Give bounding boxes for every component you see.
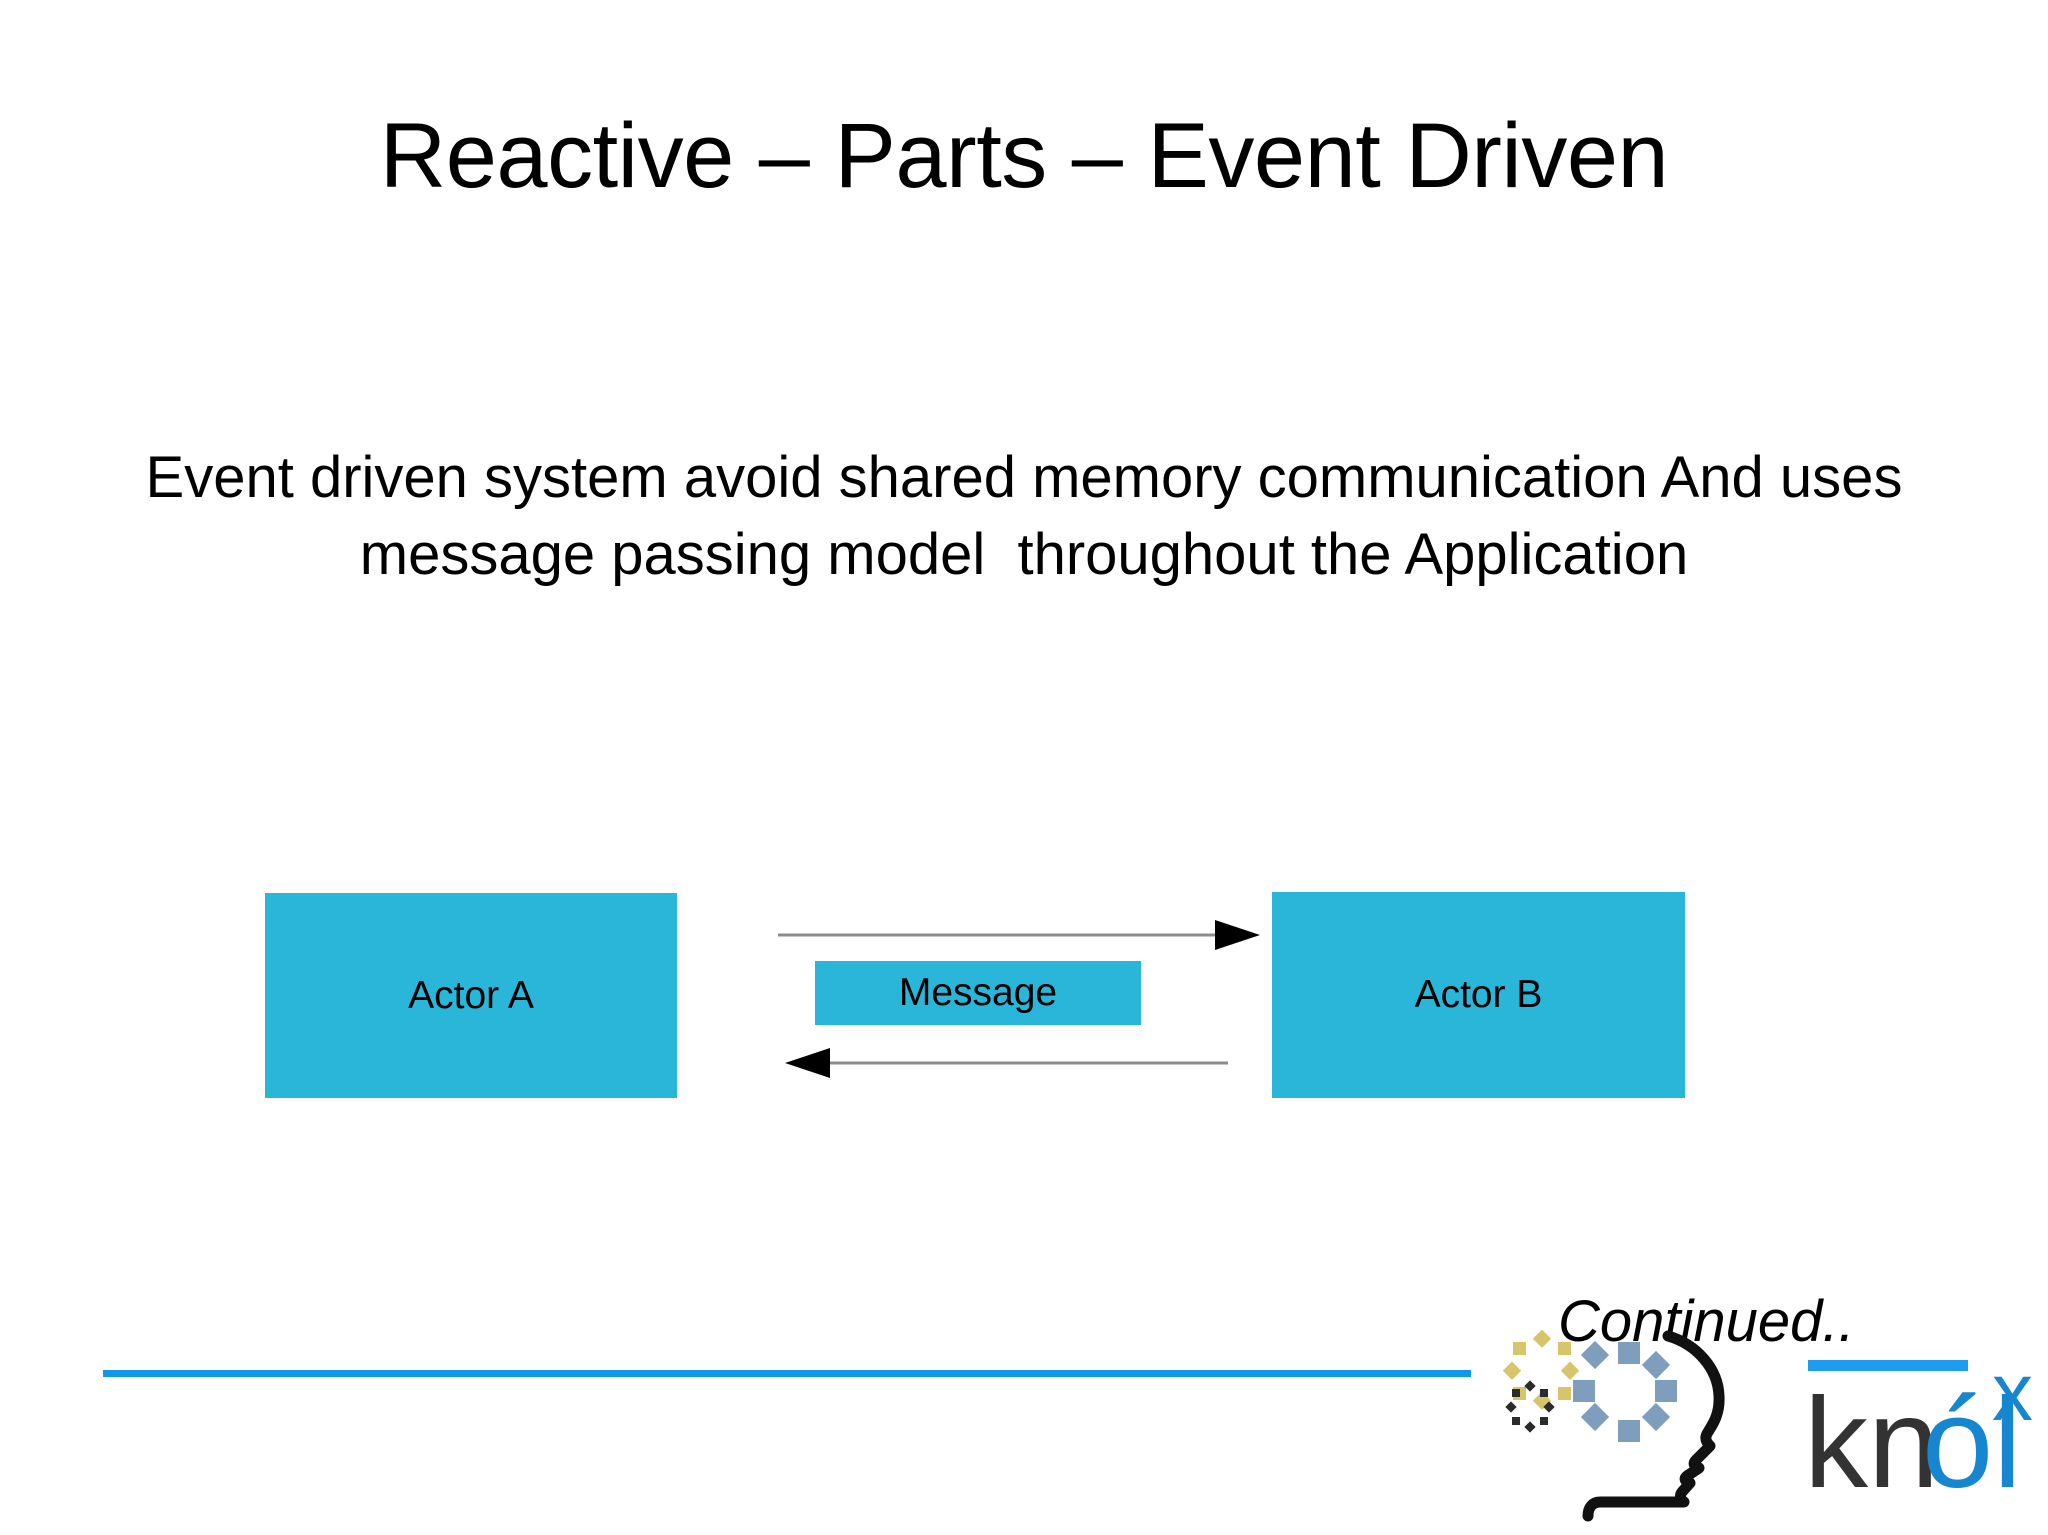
continued-note: Continued.. (1558, 1289, 1855, 1354)
footer-divider (103, 1370, 1471, 1377)
knolx-wordmark: kn ól x (1804, 1347, 2033, 1515)
arrow-a-to-b-icon (778, 920, 1260, 950)
message-label: Message (898, 971, 1058, 1014)
logo-text-kn: kn (1804, 1372, 1939, 1515)
body-paragraph: Event driven system avoid shared memory … (145, 445, 1919, 587)
actor-a-label: Actor A (408, 973, 534, 1017)
head-profile-icon (1502, 1330, 1725, 1522)
logo-text-ol: ól (1922, 1372, 2022, 1515)
dark-dot-ring-icon (1505, 1380, 1555, 1433)
message-arrows (778, 920, 1260, 1078)
logo-text-x: x (1992, 1347, 2033, 1438)
logo-bar-icon (1808, 1360, 1968, 1371)
actor-b-box: Actor B (1272, 892, 1685, 1098)
message-label-box: Message (815, 961, 1141, 1025)
knolx-logo: kn ól x (1500, 1330, 2048, 1535)
arrow-b-to-a-icon (785, 1048, 1228, 1078)
gold-dot-ring-icon (1502, 1330, 1580, 1410)
actor-b-label: Actor B (1414, 973, 1543, 1016)
blue-dot-ring-icon (1573, 1340, 1677, 1442)
actor-a-box: Actor A (265, 893, 677, 1098)
page-title: Reactive – Parts – Event Driven (379, 105, 1669, 207)
